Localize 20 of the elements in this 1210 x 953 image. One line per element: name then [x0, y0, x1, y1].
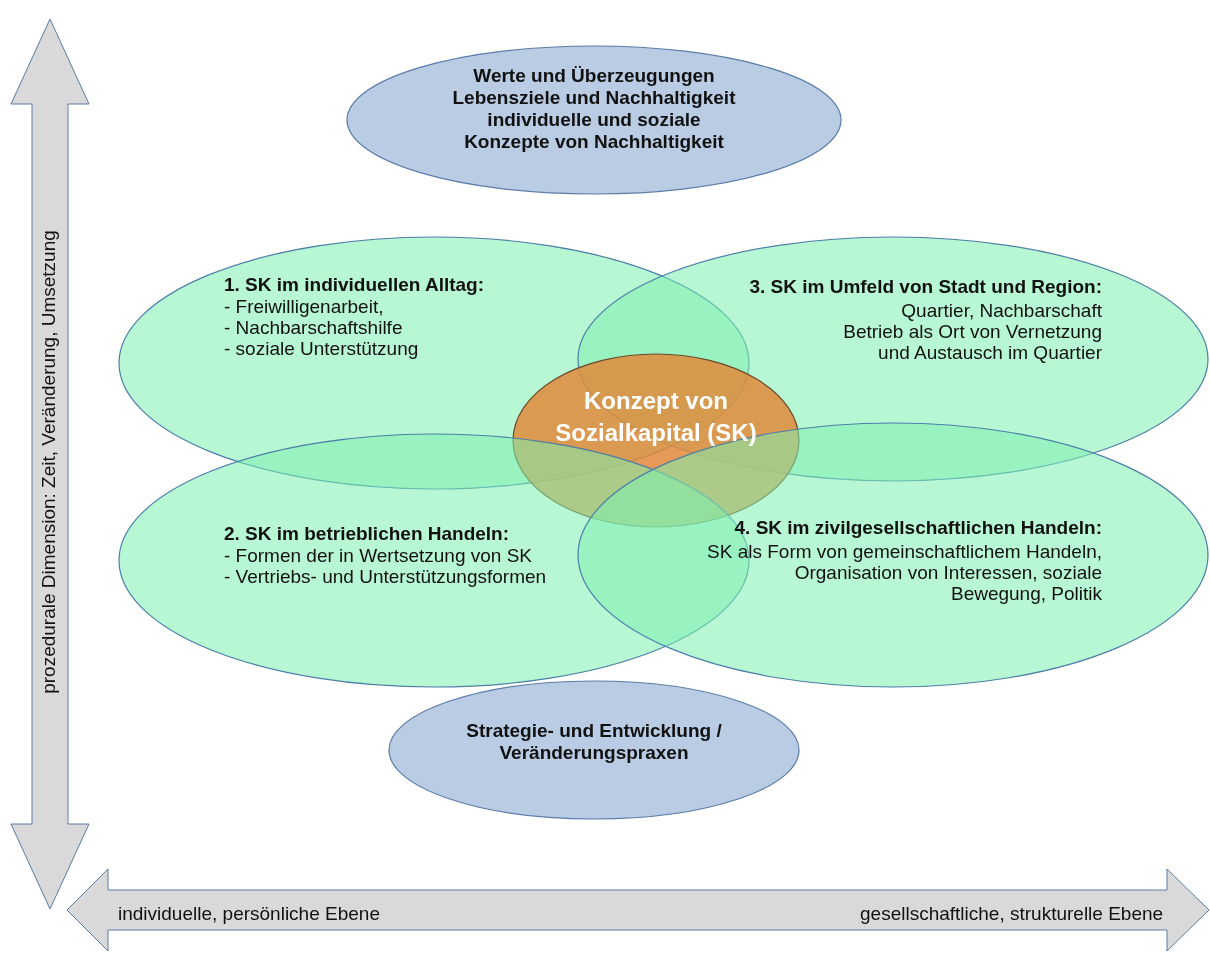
center-title: Konzept von Sozialkapital (SK) [554, 386, 758, 448]
ellipse-text: Betrieb als Ort von Vernetzung und Austausch im Quartier [842, 321, 1102, 363]
ellipse-text: Lebensziele und Nachhaltigkeit [451, 87, 737, 109]
ellipse-heading: 2. SK im betrieblichen Handeln: [224, 523, 511, 545]
list-item: - Nachbarschaftshilfe [224, 317, 404, 338]
ellipse-heading: 3. SK im Umfeld von Stadt und Region: [748, 276, 1102, 298]
ellipse-text: individuelle und soziale Konzepte von Nachhaltigkeit [463, 109, 725, 153]
list-item: - Freiwilligenarbeit, [224, 296, 385, 317]
list-item: - Vertriebs- und Unterstützungsformen [224, 566, 548, 587]
axis-label: individuelle, persönliche Ebene [118, 903, 380, 925]
ellipse-text: Strategie- und Entwicklung / Veränderungspraxen [465, 720, 723, 764]
list-item: - Formen der in Wertsetzung von SK [224, 545, 533, 566]
axis-label: gesellschaftliche, strukturelle Ebene [860, 903, 1164, 925]
ellipse-heading: 1. SK im individuellen Alltag: [224, 274, 486, 296]
list-item: - soziale Unterstützung [224, 338, 420, 359]
axis-label: prozedurale Dimension: Zeit, Veränderung, Umsetzung [37, 230, 60, 694]
ellipse-text: Quartier, Nachbarschaft [900, 300, 1102, 321]
ellipse-text: SK als Form von gemeinschaftlichem Handeln, Organisation von Interessen, soziale Bewegung, Politik [707, 541, 1102, 604]
ellipse-text: Werte und Überzeugungen [472, 65, 716, 87]
ellipse-heading: 4. SK im zivilgesellschaftlichen Handeln: [733, 517, 1102, 539]
